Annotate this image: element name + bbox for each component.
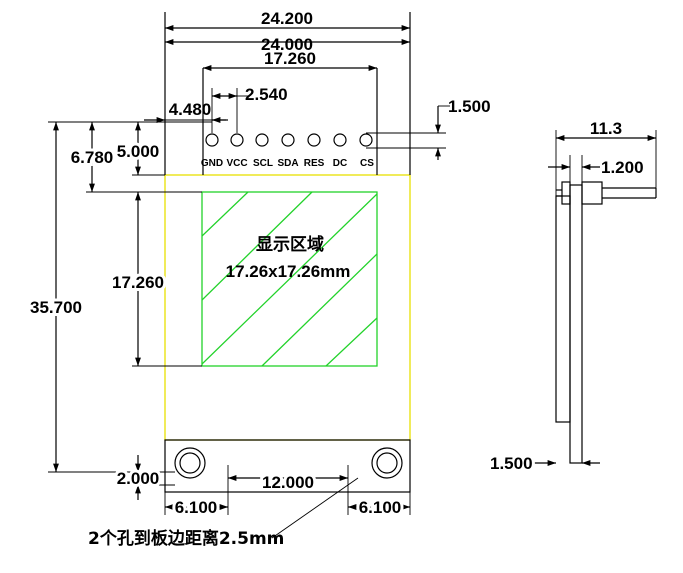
svg-text:6.780: 6.780 <box>71 148 114 167</box>
dim-hole-spacing-12-000: 12.000 <box>227 465 349 495</box>
svg-text:2.540: 2.540 <box>245 85 288 104</box>
svg-text:1.500: 1.500 <box>490 454 533 473</box>
pin-hole-res <box>307 133 321 147</box>
pin-hole-sda <box>281 133 295 147</box>
svg-text:6.100: 6.100 <box>175 498 218 517</box>
hole-distance-note: 2个孔到板边距离2.5mm <box>88 477 359 549</box>
dim-side-11-3: 11.3 <box>555 119 657 196</box>
dim-6-100-right: 6.100 <box>347 486 411 520</box>
svg-text:11.3: 11.3 <box>590 119 622 138</box>
display-area-label: 显示区域 <box>256 234 324 255</box>
svg-text:17.260: 17.260 <box>112 273 164 292</box>
display-area: 显示区域 17.26x17.26mm <box>201 191 378 367</box>
dim-offset-4-480: 4.480 <box>144 100 228 123</box>
side-view <box>555 181 657 464</box>
dim-1-500-top: 1.500 <box>366 97 491 160</box>
pin-label-vcc: VCC <box>226 158 247 169</box>
pin-label-cs: CS <box>360 158 374 169</box>
svg-text:6.100: 6.100 <box>359 498 402 517</box>
pin-hole-gnd <box>205 133 219 147</box>
dim-side-1-500: 1.500 <box>487 451 600 476</box>
svg-text:24.000: 24.000 <box>261 35 313 54</box>
svg-text:17.260: 17.260 <box>264 49 316 68</box>
svg-text:24.200: 24.200 <box>261 9 313 28</box>
dim-height-35-700: 35.700 <box>27 121 212 473</box>
pin-hole-dc <box>333 133 347 147</box>
mounting-holes <box>174 447 403 479</box>
pin-hole-vcc <box>230 133 244 147</box>
pin-label-sda: SDA <box>277 158 298 169</box>
pin-header: GND VCC SCL SDA RES DC CS <box>201 133 374 169</box>
svg-text:35.700: 35.700 <box>30 298 82 317</box>
svg-text:1.200: 1.200 <box>601 158 644 177</box>
dim-width-24-200: 24.200 <box>165 9 410 31</box>
pin-hole-cs <box>359 133 373 147</box>
dim-side-1-200: 1.200 <box>548 155 644 185</box>
svg-text:12.000: 12.000 <box>262 473 314 492</box>
pin-label-gnd: GND <box>201 158 223 169</box>
dim-6-780: 6.780 <box>68 122 165 193</box>
svg-text:2.000: 2.000 <box>117 469 160 488</box>
dim-pin-span-17-260: 17.260 <box>203 49 377 71</box>
dim-5-000: 5.000 <box>114 122 165 176</box>
svg-text:1.500: 1.500 <box>448 97 491 116</box>
dim-6-100-left: 6.100 <box>164 486 229 520</box>
pin-label-scl: SCL <box>253 158 273 169</box>
svg-text:4.480: 4.480 <box>169 100 212 119</box>
pin-label-res: RES <box>304 158 325 169</box>
svg-text:2个孔到板边距离2.5mm: 2个孔到板边距离2.5mm <box>88 528 284 549</box>
pin-label-dc: DC <box>333 158 347 169</box>
pin-hole-scl <box>255 133 269 147</box>
dim-display-height-17-260: 17.260 <box>109 191 202 367</box>
display-area-size: 17.26x17.26mm <box>226 262 351 281</box>
dim-pitch-2-540: 2.540 <box>211 85 288 133</box>
dim-2-000: 2.000 <box>114 455 175 500</box>
svg-text:5.000: 5.000 <box>117 142 160 161</box>
dim-width-24-000: 24.000 <box>165 35 410 54</box>
